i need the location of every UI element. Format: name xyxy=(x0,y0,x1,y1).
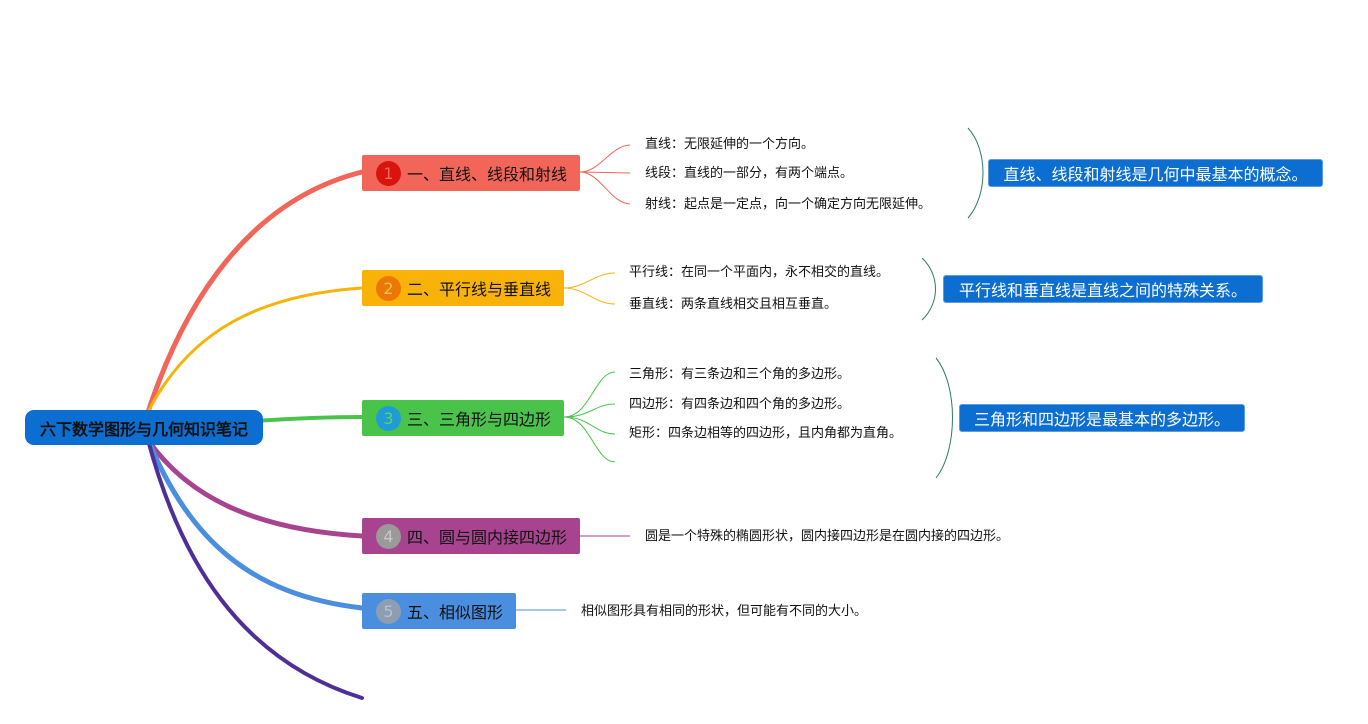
branch-line-1 xyxy=(145,169,365,415)
topic-5[interactable]: 5 五、相似图形 xyxy=(362,593,516,629)
summary-3[interactable]: 三角形和四边形是最基本的多边形。 xyxy=(959,404,1245,432)
topic-4[interactable]: 4 四、圆与圆内接四边形 xyxy=(362,518,580,554)
branch-line-2 xyxy=(146,286,364,414)
topic-1[interactable]: 1 一、直线、线段和射线 xyxy=(362,155,580,191)
topic-2-child-2[interactable]: 垂直线：两条直线相交且相互垂直。 xyxy=(629,297,838,312)
topic-5-child-1[interactable]: 相似图形具有相同的形状，但可能有不同的大小。 xyxy=(581,604,868,619)
number-badge-3: 3 xyxy=(376,405,401,431)
branch-line-3 xyxy=(253,415,364,423)
topic-3-child-1[interactable]: 三角形：有三条边和三个角的多边形。 xyxy=(629,367,851,382)
child-line-2-2 xyxy=(563,287,616,305)
child-line-1-2 xyxy=(579,171,631,174)
child-line-3-3 xyxy=(563,416,616,435)
branch-line-6 xyxy=(146,438,364,700)
topic-5-label: 五、相似图形 xyxy=(407,603,504,622)
number-badge-4: 4 xyxy=(376,523,401,549)
number-badge-2: 2 xyxy=(376,275,401,301)
summary-brace-2 xyxy=(921,257,936,321)
root-topic[interactable]: 六下数学图形与几何知识笔记 xyxy=(25,410,263,445)
topic-3-child-3[interactable]: 矩形：四条边相等的四边形，且内角都为直角。 xyxy=(629,426,903,441)
topic-4-label: 四、圆与圆内接四边形 xyxy=(407,528,568,547)
topic-1-child-2[interactable]: 线段：直线的一部分，有两个端点。 xyxy=(645,166,854,181)
topic-2[interactable]: 2 二、平行线与垂直线 xyxy=(362,270,564,306)
number-badge-5: 5 xyxy=(376,598,401,624)
topic-3[interactable]: 3 三、三角形与四边形 xyxy=(362,400,564,436)
topic-2-child-1[interactable]: 平行线：在同一个平面内，永不相交的直线。 xyxy=(629,265,890,280)
branch-line-4 xyxy=(145,437,365,539)
child-line-1-1 xyxy=(579,144,631,173)
topic-1-label: 一、直线、线段和射线 xyxy=(407,165,568,184)
summary-brace-3 xyxy=(935,357,953,479)
topic-2-label: 二、平行线与垂直线 xyxy=(407,280,552,299)
summary-2[interactable]: 平行线和垂直线是直线之间的特殊关系。 xyxy=(943,275,1263,303)
child-line-3-1 xyxy=(563,371,616,418)
number-badge-1: 1 xyxy=(376,160,401,186)
topic-4-child-1[interactable]: 圆是一个特殊的椭圆形状，圆内接四边形是在圆内接的四边形。 xyxy=(645,529,1010,544)
topic-1-child-3[interactable]: 射线：起点是一定点，向一个确定方向无限延伸。 xyxy=(645,197,932,212)
topic-3-label: 三、三角形与四边形 xyxy=(407,410,552,429)
topic-3-child-2[interactable]: 四边形：有四条边和四个角的多边形。 xyxy=(629,397,851,412)
branch-line-5 xyxy=(145,437,365,611)
summary-1[interactable]: 直线、线段和射线是几何中最基本的概念。 xyxy=(988,159,1323,187)
child-line-3-4 xyxy=(563,416,616,463)
summary-brace-1 xyxy=(967,127,984,219)
root-topic-label: 六下数学图形与几何知识笔记 xyxy=(39,419,248,439)
child-line-1-3 xyxy=(579,171,631,205)
child-line-3-2 xyxy=(563,403,616,418)
topic-1-child-1[interactable]: 直线：无限延伸的一个方向。 xyxy=(645,137,815,152)
child-line-2-1 xyxy=(563,272,616,289)
